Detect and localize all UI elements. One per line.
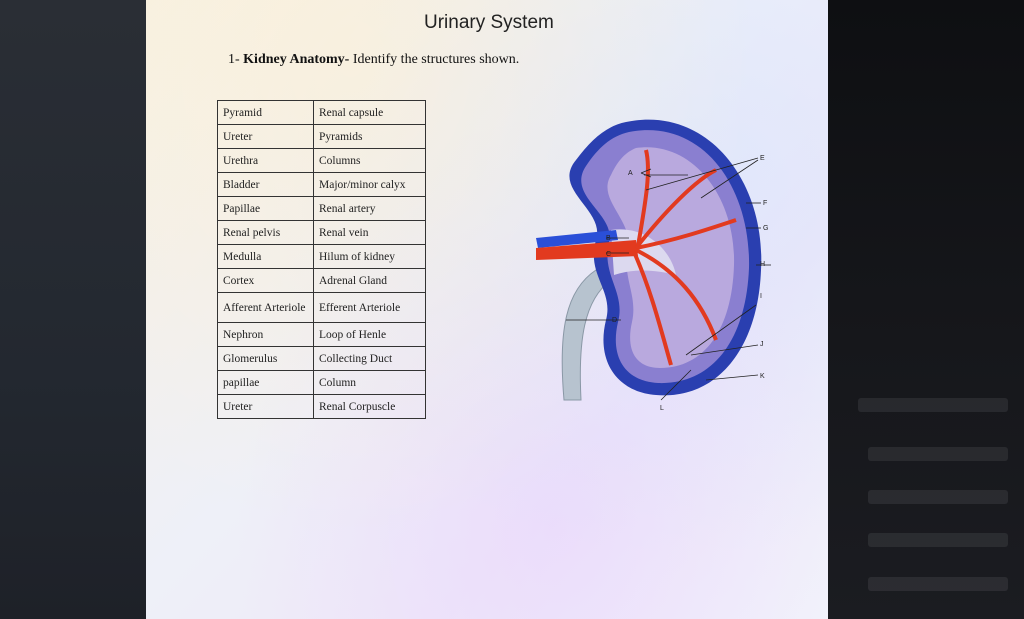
label-g: G (763, 225, 768, 232)
term-cell-left: Nephron (217, 322, 314, 347)
background-right (828, 0, 1024, 619)
blurred-row (858, 398, 1008, 412)
label-i: I (760, 293, 762, 300)
section-heading: 1- Kidney Anatomy- Identify the structur… (228, 52, 519, 68)
term-cell-right: Renal vein (313, 220, 426, 245)
term-cell-left: Medulla (217, 244, 314, 269)
label-h: H (760, 261, 765, 268)
label-e: E (760, 155, 765, 162)
label-c: C (606, 251, 611, 258)
term-cell-left: Ureter (217, 124, 314, 149)
label-d: D (612, 317, 617, 324)
term-cell-right: Column (313, 370, 426, 395)
label-f: F (763, 200, 767, 207)
term-cell-left: Papillae (217, 196, 314, 221)
term-cell-right: Renal Corpuscle (313, 394, 426, 419)
term-cell-right: Efferent Arteriole (313, 292, 426, 323)
label-l: L (660, 405, 664, 412)
renal-artery-shape (536, 240, 638, 260)
renal-vein-shape (536, 230, 618, 248)
a-arrow (640, 168, 652, 178)
blurred-row (868, 533, 1008, 547)
term-cell-right: Renal capsule (313, 100, 426, 125)
term-cell-right: Collecting Duct (313, 346, 426, 371)
ureter-shape (561, 269, 612, 401)
kidney-diagram: A B C D E F G H I J K L (536, 119, 771, 412)
term-cell-left: Glomerulus (217, 346, 314, 371)
section-bold-title: Kidney Anatomy- (243, 52, 350, 67)
label-k: K (760, 373, 765, 380)
term-cell-left: papillae (217, 370, 314, 395)
label-j: J (760, 341, 764, 348)
label-a: A (628, 170, 633, 177)
term-cell-right: Columns (313, 148, 426, 173)
page-title: Urinary System (424, 12, 554, 33)
arterial-branches (632, 149, 737, 366)
blurred-row (868, 577, 1008, 591)
term-cell-right: Major/minor calyx (313, 172, 426, 197)
label-b: B (606, 235, 611, 242)
term-cell-left: Bladder (217, 172, 314, 197)
section-number: 1- (228, 52, 240, 67)
blurred-row (868, 490, 1008, 504)
term-cell-left: Pyramid (217, 100, 314, 125)
term-cell-right: Hilum of kidney (313, 244, 426, 269)
term-cell-left: Ureter (217, 394, 314, 419)
term-cell-left: Cortex (217, 268, 314, 293)
blurred-row (868, 447, 1008, 461)
term-cell-right: Loop of Henle (313, 322, 426, 347)
term-cell-right: Adrenal Gland (313, 268, 426, 293)
term-cell-left: Afferent Arteriole (217, 292, 314, 323)
worksheet-page: Urinary System 1- Kidney Anatomy- Identi… (146, 0, 828, 619)
pointer-lines (566, 157, 771, 401)
section-instruction: Identify the structures shown. (352, 52, 520, 67)
term-cell-right: Renal artery (313, 196, 426, 221)
term-cell-left: Renal pelvis (217, 220, 314, 245)
background-left (0, 0, 150, 619)
term-cell-left: Urethra (217, 148, 314, 173)
term-cell-right: Pyramids (313, 124, 426, 149)
